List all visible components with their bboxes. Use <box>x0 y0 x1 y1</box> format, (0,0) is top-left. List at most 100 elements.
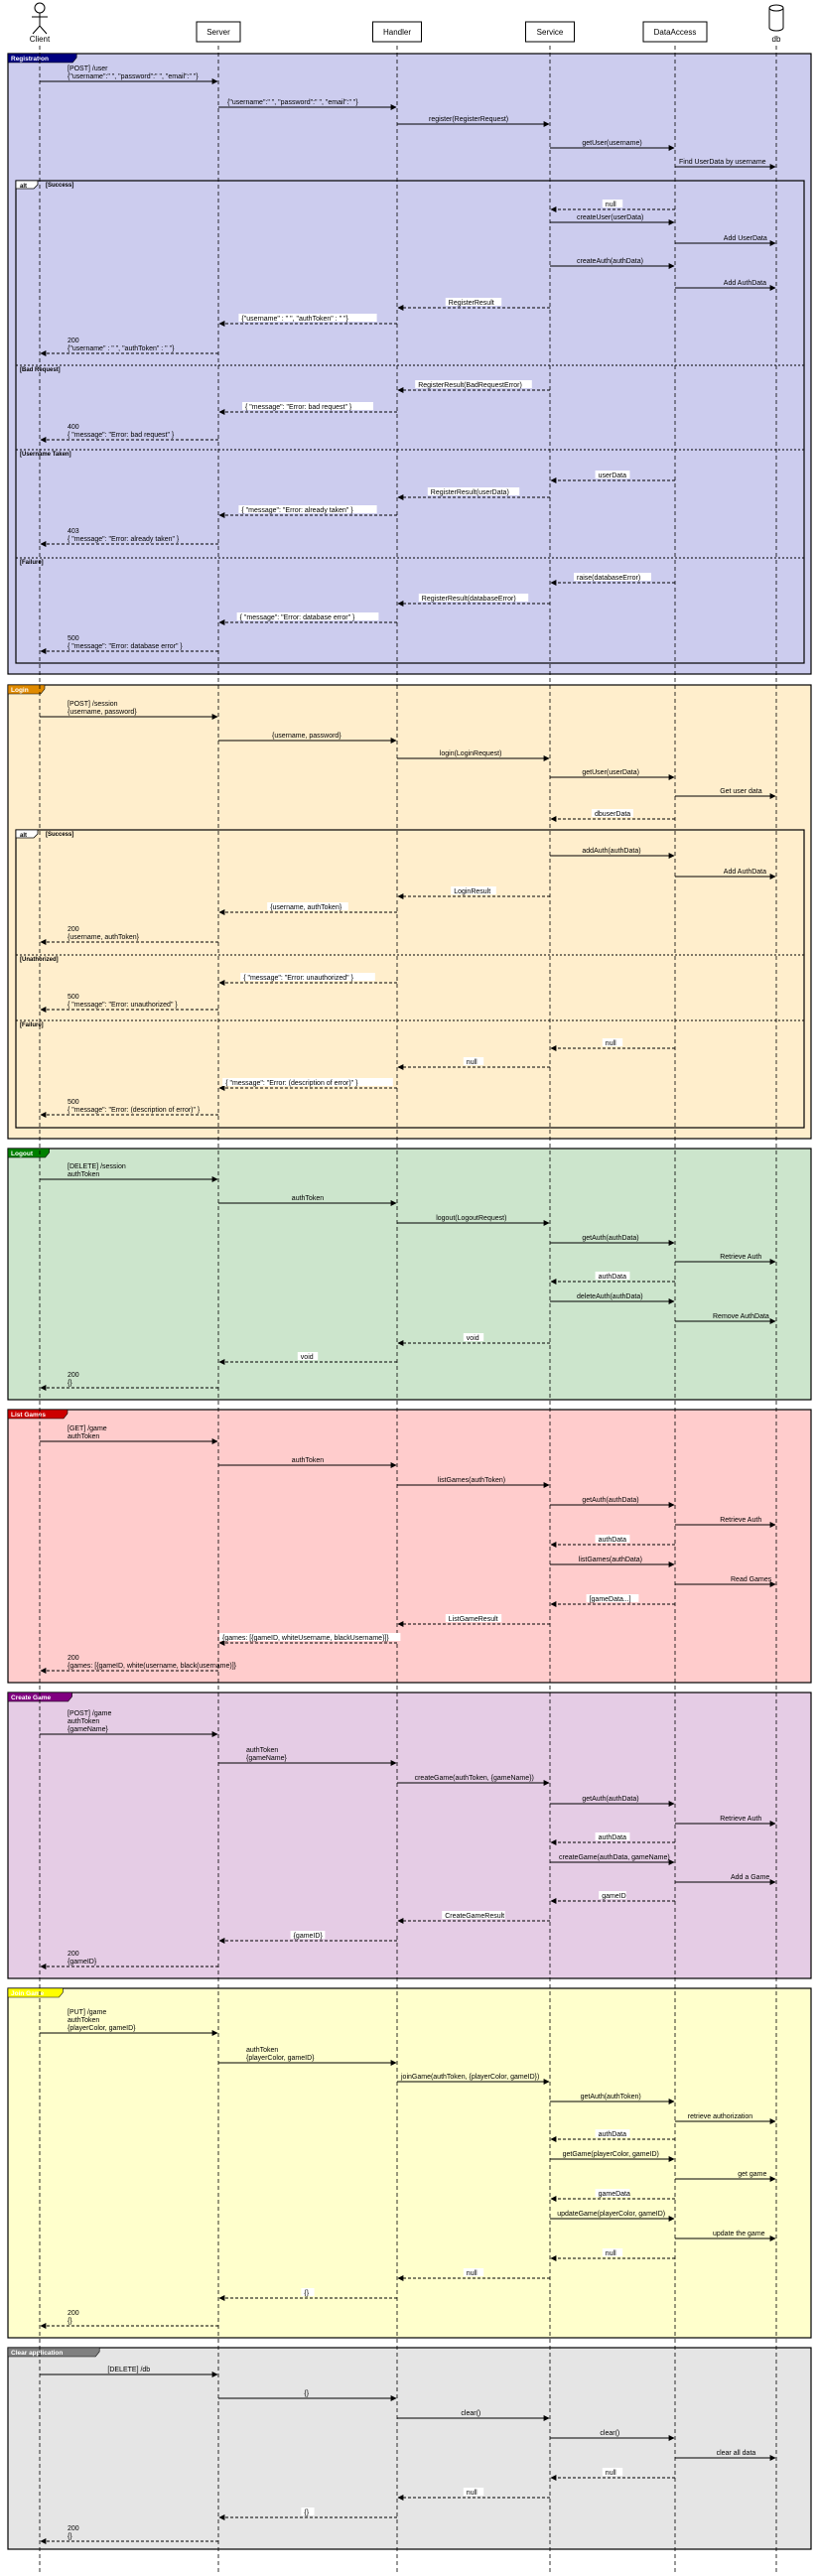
group-title: Clear application <box>11 2350 63 2357</box>
alt-fragment: alt[Success][Bad Request][Username Taken… <box>15 180 805 664</box>
participant-box <box>525 21 575 43</box>
message-label-background <box>602 1038 623 1046</box>
group-frame-0: Registration <box>7 53 812 675</box>
message-label-background <box>595 1832 630 1840</box>
message-label-background <box>240 973 375 981</box>
message-arrow: getUser(userData) <box>550 769 675 780</box>
group-title: Logout <box>11 1151 34 1157</box>
participant-box <box>372 21 422 43</box>
message-label: CreateGameResult <box>445 1913 504 1920</box>
message-label: retrieve authorization <box>688 2113 752 2120</box>
message-label-background <box>242 402 373 410</box>
message-label: 200 <box>68 926 79 933</box>
message-arrow: Find UserData by username <box>675 159 776 170</box>
message-arrow: 200{} <box>40 2310 218 2329</box>
message-arrow: get game <box>675 2171 776 2182</box>
message-label: raise(databaseError) <box>577 575 640 582</box>
message-label: createGame(authData, gameName) <box>559 1854 670 1861</box>
alt-frame <box>15 180 805 664</box>
message-arrow: 200{"username" : " ", "authToken" : " "} <box>40 338 218 356</box>
message-label: get game <box>738 2171 766 2178</box>
message-arrow: LoginResult <box>397 886 550 899</box>
message-label: void <box>301 1354 314 1361</box>
message-label: { "message": "Error: already taken" } <box>241 507 353 514</box>
message-arrow: authToken{gameName} <box>218 1747 397 1766</box>
message-label: 200 <box>68 338 79 344</box>
message-label: listGames(authData) <box>579 1557 642 1563</box>
message-label-background <box>267 902 348 910</box>
message-label-background <box>463 1057 484 1065</box>
message-label-background <box>236 612 379 620</box>
message-label: null <box>467 2490 477 2497</box>
message-label: {"username":" ", "password":" ", "email"… <box>68 73 199 80</box>
message-label-background <box>574 573 651 581</box>
message-arrow: {gameID} <box>218 1931 397 1944</box>
alt-tab <box>15 829 39 839</box>
message-label: deleteAuth(authData) <box>577 1293 643 1300</box>
alt-condition: [Success] <box>46 832 73 838</box>
message-arrow: createAuth(authData) <box>550 258 675 269</box>
message-arrow: 200{gameID} <box>40 1951 218 1969</box>
message-label: gameData <box>599 2191 630 2198</box>
message-arrow: Retrieve Auth <box>675 1254 776 1265</box>
message-arrow: createUser(userData) <box>550 214 675 225</box>
message-label: 200 <box>68 1655 79 1662</box>
message-label: {username, password} <box>272 733 341 740</box>
message-label: Get user data <box>720 788 762 795</box>
message-arrow: register(RegisterRequest) <box>397 116 550 127</box>
message-arrow: getUser(username) <box>550 140 675 151</box>
message-label-background <box>418 594 529 602</box>
message-arrow: clear() <box>550 2430 675 2441</box>
participant-dataaccess: DataAccess <box>642 21 708 43</box>
message-arrow: {games: [{gameID, whiteUsername, blackUs… <box>218 1633 401 1646</box>
message-arrow: 400{ "message": "Error: bad request" } <box>40 424 218 443</box>
message-label: addAuth(authData) <box>582 848 640 855</box>
group-frame-2: Logout <box>7 1148 812 1401</box>
message-arrow: authToken <box>218 1457 397 1468</box>
alt-label: alt <box>20 184 27 190</box>
message-label: joinGame(authToken, {playerColor, gameID… <box>400 2074 539 2081</box>
message-arrow: Add AuthData <box>675 280 776 291</box>
message-label: [GET] /game <box>68 1425 107 1432</box>
message-label: 500 <box>68 994 79 1001</box>
message-label-background <box>595 2129 630 2137</box>
alt-label: alt <box>20 833 27 839</box>
message-label: {username, password} <box>68 709 137 716</box>
message-label-background <box>595 1535 630 1543</box>
message-label: authToken <box>246 2047 278 2054</box>
message-label: { "message": "Error: unauthorized" } <box>243 975 353 982</box>
message-label: listGames(authToken) <box>438 1477 505 1484</box>
message-arrow: authToken <box>218 1195 397 1206</box>
message-label: {games: [{gameID, whiteUsername, blackUs… <box>222 1635 389 1642</box>
message-arrow: authData <box>550 2129 675 2142</box>
message-label: Remove AuthData <box>713 1313 769 1320</box>
alt-tab <box>15 180 39 190</box>
message-label: {} <box>68 2533 72 2540</box>
message-arrow: logout(LogoutRequest) <box>397 1215 550 1226</box>
message-label-background <box>290 1931 326 1939</box>
message-arrow: RegisterResult(userData) <box>397 487 550 500</box>
message-label: Add UserData <box>724 235 767 242</box>
group-title: Create Game <box>11 1695 51 1701</box>
message-arrow: {} <box>218 2508 397 2520</box>
message-label: null <box>606 202 616 208</box>
message-arrow: createGame(authToken, {gameName}) <box>397 1775 550 1786</box>
message-label: 200 <box>68 2525 79 2532</box>
message-label: dbuserData <box>595 811 630 818</box>
lifeline-layer <box>39 46 777 2573</box>
message-arrow: getAuth(authData) <box>550 1497 675 1508</box>
message-label: Retrieve Auth <box>720 1254 761 1261</box>
message-label-background <box>301 2508 315 2515</box>
message-arrow: { "message": "Error: bad request" } <box>218 402 397 415</box>
message-label: Add AuthData <box>724 869 766 876</box>
alt-fragment: alt[Success][Unathorized][Failure] <box>15 829 805 1129</box>
message-label: Read Games <box>731 1576 772 1583</box>
message-label-background <box>595 471 630 478</box>
message-label: null <box>467 2270 477 2277</box>
message-label: clear all data <box>717 2450 756 2457</box>
message-label-background <box>463 2268 484 2276</box>
participant-handler: Handler <box>372 21 422 43</box>
message-arrow: [DELETE] /db <box>40 2367 218 2377</box>
